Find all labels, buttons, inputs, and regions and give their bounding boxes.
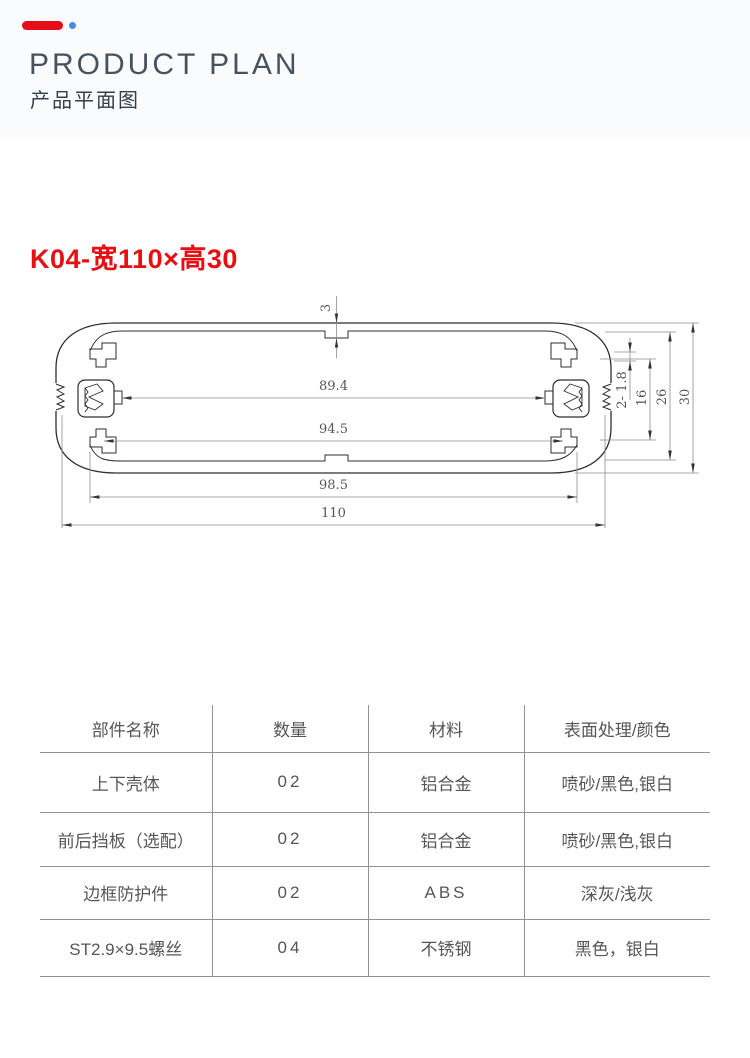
dim-label-inner-height: 26 <box>655 389 670 406</box>
cell-material: ABS <box>367 866 524 920</box>
dimension-lines <box>61 296 699 528</box>
red-accent-bar <box>22 21 63 30</box>
table-row: 上下壳体 02 铝合金 喷砂/黑色,银白 <box>40 752 710 813</box>
dim-label-boss-span: 89.4 <box>319 379 348 394</box>
profile-outer-contour <box>55 322 612 474</box>
cell-quantity: 02 <box>211 866 368 920</box>
cell-part-name: 上下壳体 <box>40 752 212 813</box>
serration-groove <box>55 383 66 411</box>
dim-label-overall-height: 30 <box>678 389 693 406</box>
cell-quantity: 04 <box>211 919 368 977</box>
parts-spec-table: 部件名称 数量 材料 表面处理/颜色 上下壳体 02 铝合金 喷砂/黑色,银白 … <box>40 705 710 977</box>
table-row: ST2.9×9.5螺丝 04 不锈钢 黑色，银白 <box>40 919 710 977</box>
dim-label-groove: 2- 1.8 <box>615 371 630 408</box>
dim-label-notch-depth: 3 <box>319 304 334 312</box>
blue-accent-dot <box>69 22 76 29</box>
table-row: 前后挡板（选配） 02 铝合金 喷砂/黑色,银白 <box>40 812 710 867</box>
col-header-quantity: 数量 <box>211 705 368 753</box>
table-row: 边框防护件 02 ABS 深灰/浅灰 <box>40 866 710 920</box>
header-band: PRODUCT PLAN 产品平面图 <box>0 0 750 137</box>
col-header-finish-color: 表面处理/颜色 <box>523 705 710 753</box>
cell-part-name: 边框防护件 <box>40 866 212 920</box>
profile-inner-contour <box>89 330 578 462</box>
profile-cross-section-drawing: 89.4 94.5 98.5 110 3 2- 1.8 16 26 30 <box>49 296 699 528</box>
dim-label-step-span: 94.5 <box>319 422 348 437</box>
cell-finish: 黑色，银白 <box>523 919 710 977</box>
cell-part-name: ST2.9×9.5螺丝 <box>40 919 212 977</box>
cell-material: 不锈钢 <box>367 919 524 977</box>
cell-finish: 深灰/浅灰 <box>523 866 710 920</box>
cell-material: 铝合金 <box>367 812 524 867</box>
cell-part-name: 前后挡板（选配） <box>40 812 212 867</box>
cell-quantity: 02 <box>211 812 368 867</box>
dim-label-overall-width: 110 <box>321 506 346 521</box>
col-header-part-name: 部件名称 <box>40 705 212 753</box>
page-subtitle: 产品平面图 <box>30 90 140 112</box>
cell-finish: 喷砂/黑色,银白 <box>523 812 710 867</box>
cell-material: 铝合金 <box>367 752 524 813</box>
col-header-material: 材料 <box>367 705 524 753</box>
dim-label-cavity-height: 16 <box>635 390 650 407</box>
page-title: PRODUCT PLAN <box>29 48 300 81</box>
cell-finish: 喷砂/黑色,银白 <box>523 752 710 813</box>
screw-boss-detail <box>49 342 123 454</box>
cell-quantity: 02 <box>211 752 368 813</box>
product-model-title: K04-宽110×高30 <box>30 244 238 274</box>
dimension-arrows <box>62 313 695 527</box>
dim-label-body-width: 98.5 <box>319 478 348 493</box>
table-header-row: 部件名称 数量 材料 表面处理/颜色 <box>40 705 710 753</box>
